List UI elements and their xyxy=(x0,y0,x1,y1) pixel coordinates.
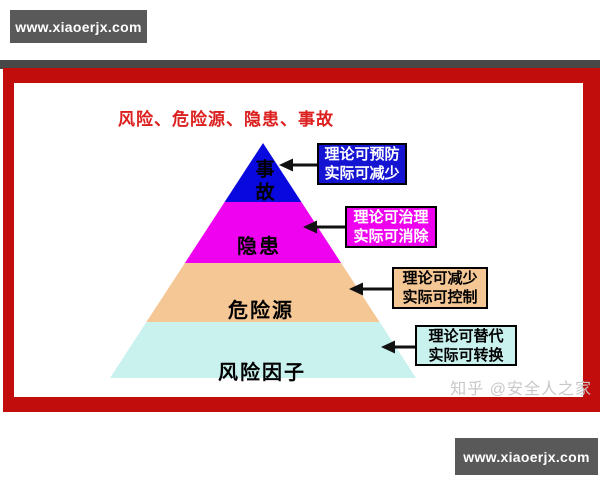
arrow-risk-factor xyxy=(381,340,415,354)
tier-shape-accident xyxy=(224,143,302,202)
arrow-accident-head xyxy=(279,158,293,172)
site-badge-top-left: www.xiaoerjx.com xyxy=(10,10,147,43)
annotation-hazard-source-line2: 实际可控制 xyxy=(402,289,478,306)
tier-shape-risk-factor xyxy=(110,322,416,378)
annotation-hazard-source-line1: 理论可减少 xyxy=(402,270,478,287)
zhihu-watermark: 知乎 @安全人之家 xyxy=(450,381,592,398)
annotation-hazard-source: 理论可减少 实际可控制 xyxy=(392,267,488,309)
annotation-accident-line2: 实际可减少 xyxy=(324,165,400,182)
tier-shape-hazard-source xyxy=(146,263,380,322)
site-badge-bottom-right: www.xiaoerjx.com xyxy=(455,438,598,475)
arrow-risk-factor-head xyxy=(381,340,395,354)
annotation-risk-factor-line1: 理论可替代 xyxy=(428,327,504,345)
tier-label-hazard-source: 危险源 xyxy=(228,300,294,322)
annotation-risk-factor-line2: 实际可转换 xyxy=(428,346,504,364)
arrow-hazard-source xyxy=(349,282,392,296)
tier-label-hidden-danger: 隐患 xyxy=(237,236,281,258)
tier-label-accident: 事故 xyxy=(252,159,274,205)
diagram-title: 风险、危险源、隐患、事故 xyxy=(118,110,334,129)
annotation-accident-line1: 理论可预防 xyxy=(324,146,400,163)
annotation-accident: 理论可预防 实际可减少 xyxy=(317,143,407,185)
annotation-risk-factor: 理论可替代 实际可转换 xyxy=(415,325,517,366)
arrow-hazard-source-head xyxy=(349,282,363,296)
annotation-hidden-danger: 理论可治理 实际可消除 xyxy=(345,206,437,248)
arrow-hidden-danger xyxy=(303,220,345,234)
annotation-hidden-danger-line2: 实际可消除 xyxy=(353,228,429,245)
arrow-accident xyxy=(279,158,317,172)
annotation-hidden-danger-line1: 理论可治理 xyxy=(353,209,429,226)
top-band-divider xyxy=(0,60,600,69)
tier-label-risk-factor: 风险因子 xyxy=(218,362,306,384)
tier-shape-hidden-danger xyxy=(184,202,342,263)
arrow-hidden-danger-head xyxy=(303,220,317,234)
